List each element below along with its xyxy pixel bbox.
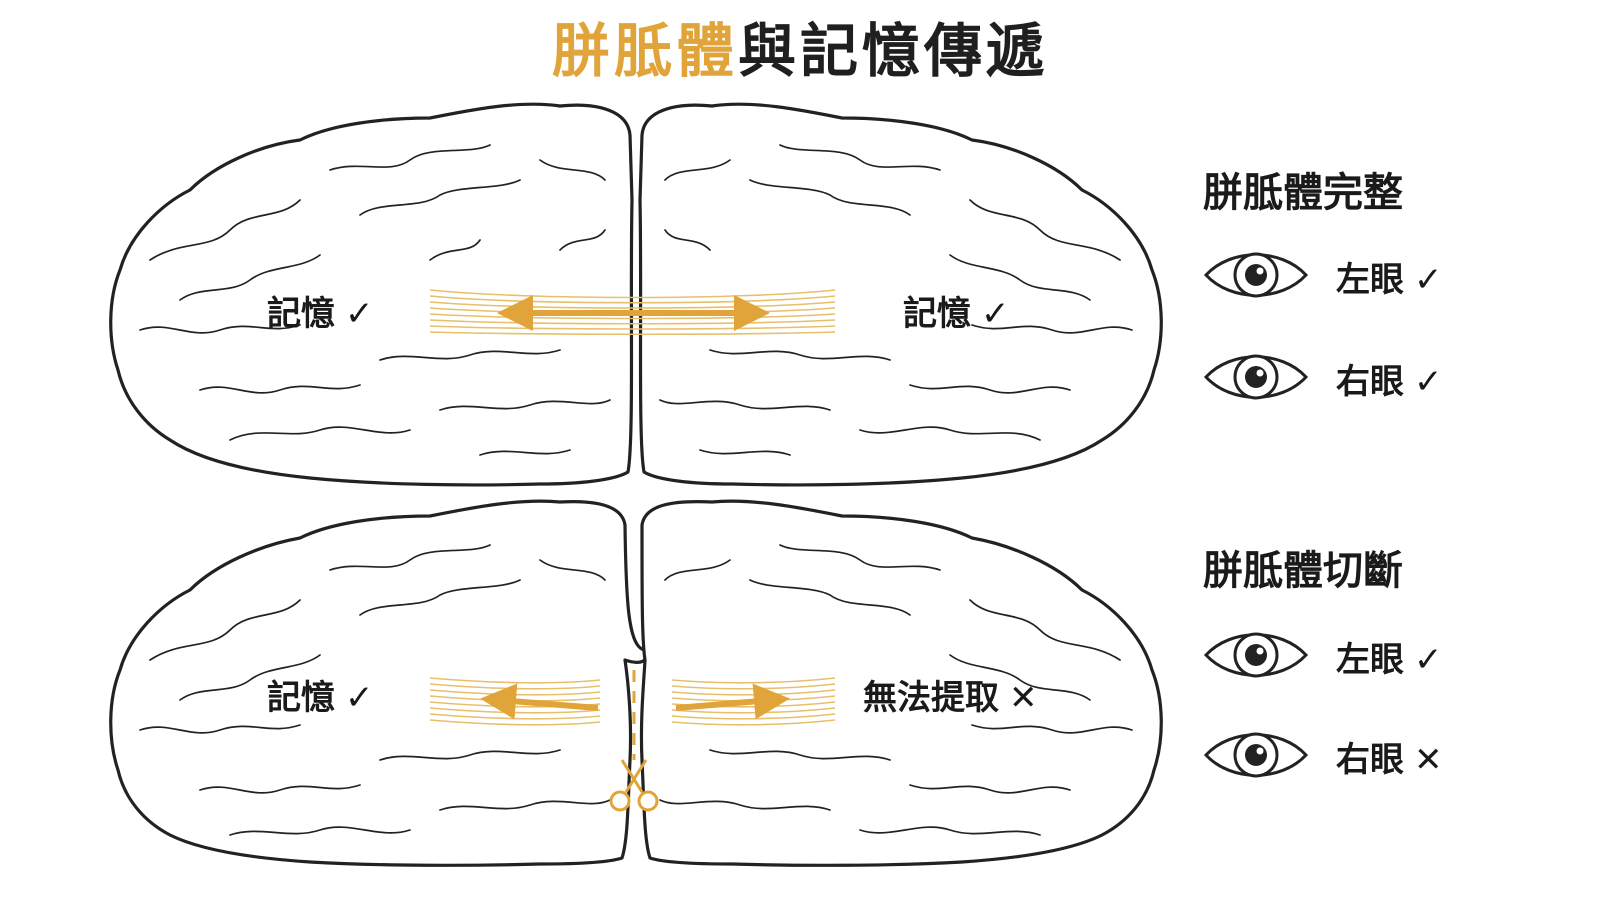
eye-icon <box>1203 732 1309 778</box>
left-arrow <box>480 683 599 720</box>
top-gyri <box>139 144 1133 456</box>
bottom-gyri <box>139 544 1133 836</box>
bottom-right-label: 無法提取✕ <box>863 678 1038 718</box>
eye-icon <box>1203 354 1309 400</box>
top-left-label: 記憶✓ <box>267 294 374 334</box>
bottom-fibre-left <box>429 677 601 726</box>
eye-icon <box>1203 632 1309 678</box>
cut-left-eye-row: 左眼✓ <box>1203 620 1503 690</box>
cross-icon: ✕ <box>1414 740 1443 780</box>
bottom-brain <box>109 499 1163 867</box>
eye-label: 左眼 <box>1336 260 1404 300</box>
bottom-right-hemisphere <box>639 499 1163 867</box>
bottom-left-label: 記憶✓ <box>267 678 374 718</box>
title-highlight: 胼胝體 <box>551 17 738 85</box>
check-icon: ✓ <box>345 294 374 334</box>
eye-label: 左眼 <box>1336 640 1404 680</box>
eye-label: 右眼 <box>1336 362 1404 402</box>
top-brain <box>109 102 1163 487</box>
panel-cut-title: 胼胝體切斷 <box>1203 548 1403 594</box>
check-icon: ✓ <box>1414 260 1443 300</box>
check-icon: ✓ <box>1414 362 1443 402</box>
check-icon: ✓ <box>1414 640 1443 680</box>
cross-icon: ✕ <box>1009 678 1038 718</box>
cut-right-eye-row: 右眼✕ <box>1203 720 1503 790</box>
right-arrow <box>675 683 790 720</box>
check-icon: ✓ <box>345 678 374 718</box>
eye-label: 右眼 <box>1336 740 1404 780</box>
intact-right-eye-row: 右眼✓ <box>1203 342 1503 412</box>
scissors-icon <box>609 759 659 812</box>
page-title: 胼胝體與記憶傳遞 <box>0 4 1600 88</box>
top-right-hemisphere <box>638 102 1163 487</box>
bottom-left-hemisphere <box>109 499 648 867</box>
title-rest: 與記憶傳遞 <box>738 17 1049 85</box>
panel-intact-title: 胼胝體完整 <box>1203 170 1403 216</box>
check-icon: ✓ <box>981 294 1010 334</box>
intact-left-eye-row: 左眼✓ <box>1203 240 1503 310</box>
eye-icon <box>1203 252 1309 298</box>
top-right-label: 記憶✓ <box>903 294 1010 334</box>
